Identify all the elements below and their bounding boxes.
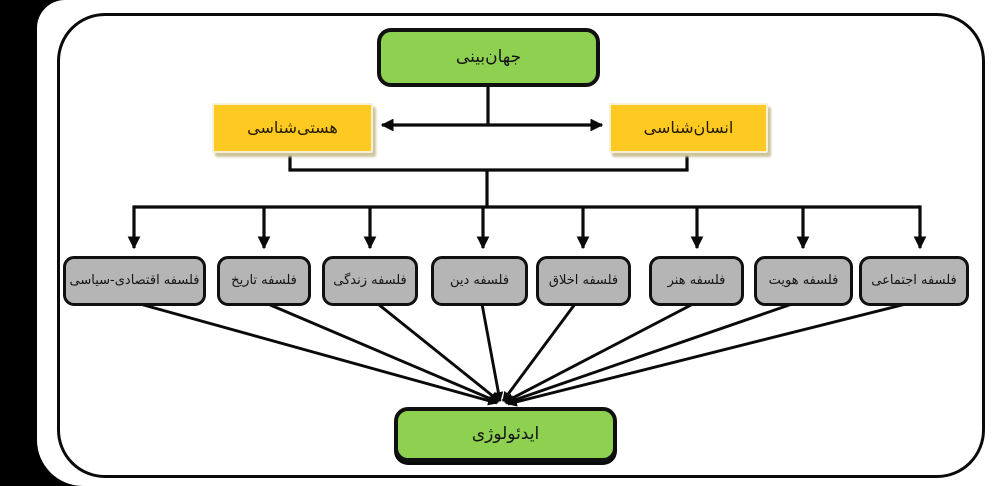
ideology-node: ایدئولوژی: [394, 407, 617, 462]
branch-node-economic-political-philosophy: فلسفه اقتصادی-سیاسی: [63, 256, 206, 306]
diagram-border-frame: [57, 13, 985, 478]
branch-node-philosophy-of-art: فلسفه هنر: [649, 256, 744, 306]
branch-node-philosophy-of-identity: فلسفه هویت: [754, 256, 853, 306]
branch-node-social-philosophy: فلسفه اجتماعی: [859, 256, 969, 306]
anthropology-node: انسان‌شناسی: [609, 103, 768, 153]
branch-node-philosophy-of-life: فلسفه زندگی: [322, 256, 418, 306]
ontology-node: هستی‌شناسی: [212, 103, 373, 153]
branch-node-philosophy-of-ethics: فلسفه اخلاق: [536, 256, 631, 306]
branch-node-philosophy-of-history: فلسفه تاریخ: [217, 256, 311, 306]
branch-node-philosophy-of-religion: فلسفه دین: [431, 256, 528, 306]
worldview-node: جهان‌بینی: [377, 28, 600, 87]
